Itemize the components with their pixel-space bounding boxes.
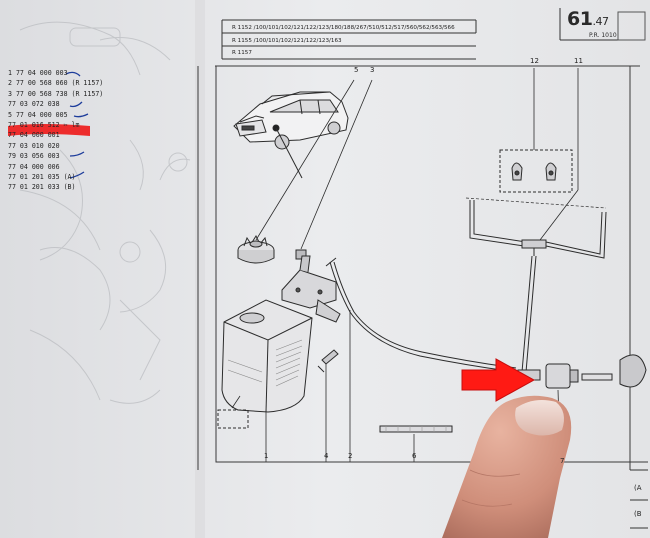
callout-5: 5 bbox=[354, 66, 359, 74]
callout-3: 3 bbox=[370, 66, 375, 74]
header-model-box bbox=[221, 8, 646, 60]
part-number: 1 77 04 000 003 bbox=[8, 69, 68, 77]
spare-hose bbox=[379, 425, 453, 452]
part-number: 77 04 000 001 bbox=[8, 131, 60, 140]
part-number: 77 03 072 038 bbox=[8, 100, 60, 109]
finger-pointer bbox=[442, 395, 572, 538]
page-number-sub: .47 bbox=[592, 15, 609, 28]
car-illustration bbox=[233, 91, 349, 179]
mounting-bracket bbox=[281, 255, 341, 323]
page-number-main: 61 bbox=[567, 8, 593, 30]
hose-connector bbox=[317, 349, 339, 452]
washer-reservoir bbox=[217, 299, 313, 452]
model-row: R 1157 bbox=[232, 50, 252, 56]
washer-jets bbox=[499, 68, 573, 193]
callout-6: 6 bbox=[412, 452, 417, 460]
part-number: 77 01 016 512 ✂ lm bbox=[8, 121, 80, 130]
model-list: R 1152 /100/101/102/121/122/123/180/188/… bbox=[232, 22, 455, 60]
callout-7: 7 bbox=[560, 457, 565, 465]
callout-12: 12 bbox=[530, 57, 539, 65]
part-number: 77 01 201 035 (A) bbox=[8, 173, 76, 182]
pen-check-marks bbox=[65, 71, 89, 179]
reservoir-cap bbox=[237, 79, 355, 264]
model-row: R 1155 /100/101/102/121/122/123/163 bbox=[232, 37, 342, 44]
part-number: 79 03 056 003 bbox=[8, 152, 60, 161]
callout-4: 4 bbox=[324, 452, 329, 460]
part-number: 5 77 04 000 005 bbox=[8, 110, 68, 119]
bleed-through-artwork bbox=[19, 21, 191, 404]
part-number: 77 01 201 033 (B) bbox=[8, 183, 76, 192]
side-tab-b: (B bbox=[634, 510, 642, 518]
spine-shadow bbox=[195, 0, 205, 538]
washer-pump bbox=[517, 354, 647, 453]
part-number: 3 77 00 568 738 (R 1157) bbox=[8, 89, 104, 98]
jet-tubing bbox=[465, 68, 607, 373]
model-row: R 1152 /100/101/102/121/122/123/180/188/… bbox=[232, 25, 455, 31]
part-number: 77 04 000 006 bbox=[8, 162, 60, 171]
part-number-list: 1 77 04 000 003 2 77 00 568 060 (R 1157)… bbox=[8, 68, 103, 193]
part-number: 77 03 010 020 bbox=[8, 141, 60, 150]
mounting-nut bbox=[295, 79, 373, 260]
callout-11: 11 bbox=[574, 57, 583, 65]
callout-1: 1 bbox=[264, 452, 269, 460]
side-tab-a: (A bbox=[634, 484, 642, 492]
red-arrow-icon bbox=[461, 358, 536, 402]
part-number: 2 77 00 568 060 (R 1157) bbox=[8, 79, 104, 88]
page-number: 61.47 bbox=[567, 8, 609, 30]
callout-2: 2 bbox=[348, 452, 353, 460]
red-marker-highlight bbox=[8, 124, 90, 136]
bottom-right-table bbox=[630, 469, 648, 529]
washer-hose bbox=[325, 257, 517, 452]
page-ref: P.R. 1010 bbox=[589, 32, 617, 39]
